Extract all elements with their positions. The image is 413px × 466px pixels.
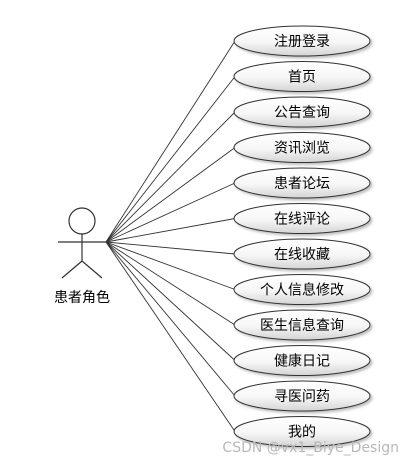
actor: 患者角色 [54, 207, 110, 306]
use-case-ellipse [233, 274, 371, 305]
use-case: 公告查询 [233, 96, 371, 128]
use-case-label: 首页 [288, 70, 316, 86]
use-case-label: 个人信息修改 [260, 282, 344, 299]
use-case-ellipse [233, 96, 371, 128]
actor-label: 患者角色 [54, 289, 110, 306]
use-case: 我的 [233, 416, 371, 447]
use-case-label: 寻医问药 [274, 389, 330, 405]
association-line [105, 76, 236, 243]
association-line [105, 147, 236, 243]
use-case-label: 资讯浏览 [274, 141, 330, 157]
use-case-ellipse [233, 167, 371, 199]
use-case-ellipse [233, 416, 371, 447]
use-case-label: 患者论坛 [274, 176, 330, 192]
association-line [105, 241, 236, 255]
use-case: 在线收藏 [233, 238, 371, 270]
use-case-label: 医生信息查询 [260, 317, 344, 334]
use-case-ellipse [233, 132, 371, 163]
use-case-ellipse [233, 61, 371, 92]
use-case-label: 在线评论 [274, 212, 330, 228]
use-case-ellipse [233, 345, 371, 376]
use-case: 注册登录 [233, 25, 371, 57]
use-case: 首页 [233, 61, 371, 92]
use-case: 在线评论 [233, 203, 371, 234]
use-case-label: 我的 [288, 425, 316, 441]
association-line [105, 241, 236, 290]
association-line [105, 241, 236, 397]
association-line [105, 241, 236, 361]
use-case-ellipse [233, 25, 371, 57]
association-line [105, 241, 236, 326]
use-case-ellipse [233, 203, 371, 234]
use-case-ellipse [233, 238, 371, 270]
use-case-label: 注册登录 [274, 34, 330, 50]
use-case-ellipse [233, 309, 371, 341]
use-case-label: 在线收藏 [274, 247, 330, 263]
association-line [105, 40, 236, 243]
association-line [105, 241, 236, 432]
use-case: 个人信息修改 [233, 274, 371, 305]
association-line [105, 218, 236, 243]
association-line [105, 182, 236, 243]
use-case: 医生信息查询 [233, 309, 371, 341]
use-case: 患者论坛 [233, 167, 371, 199]
use-case: 寻医问药 [233, 380, 371, 412]
use-cases: 注册登录首页公告查询资讯浏览患者论坛在线评论在线收藏个人信息修改医生信息查询健康… [233, 25, 371, 447]
watermark: CSDN @vx1_Biye_Design [222, 440, 399, 456]
association-line [105, 111, 236, 243]
use-case: 资讯浏览 [233, 132, 371, 163]
association-lines [105, 40, 236, 432]
stick-figure-actor-icon [58, 207, 106, 279]
use-case-label: 公告查询 [274, 105, 330, 121]
use-case-label: 健康日记 [274, 353, 330, 370]
use-case-ellipse [233, 380, 371, 412]
use-case: 健康日记 [233, 345, 371, 376]
